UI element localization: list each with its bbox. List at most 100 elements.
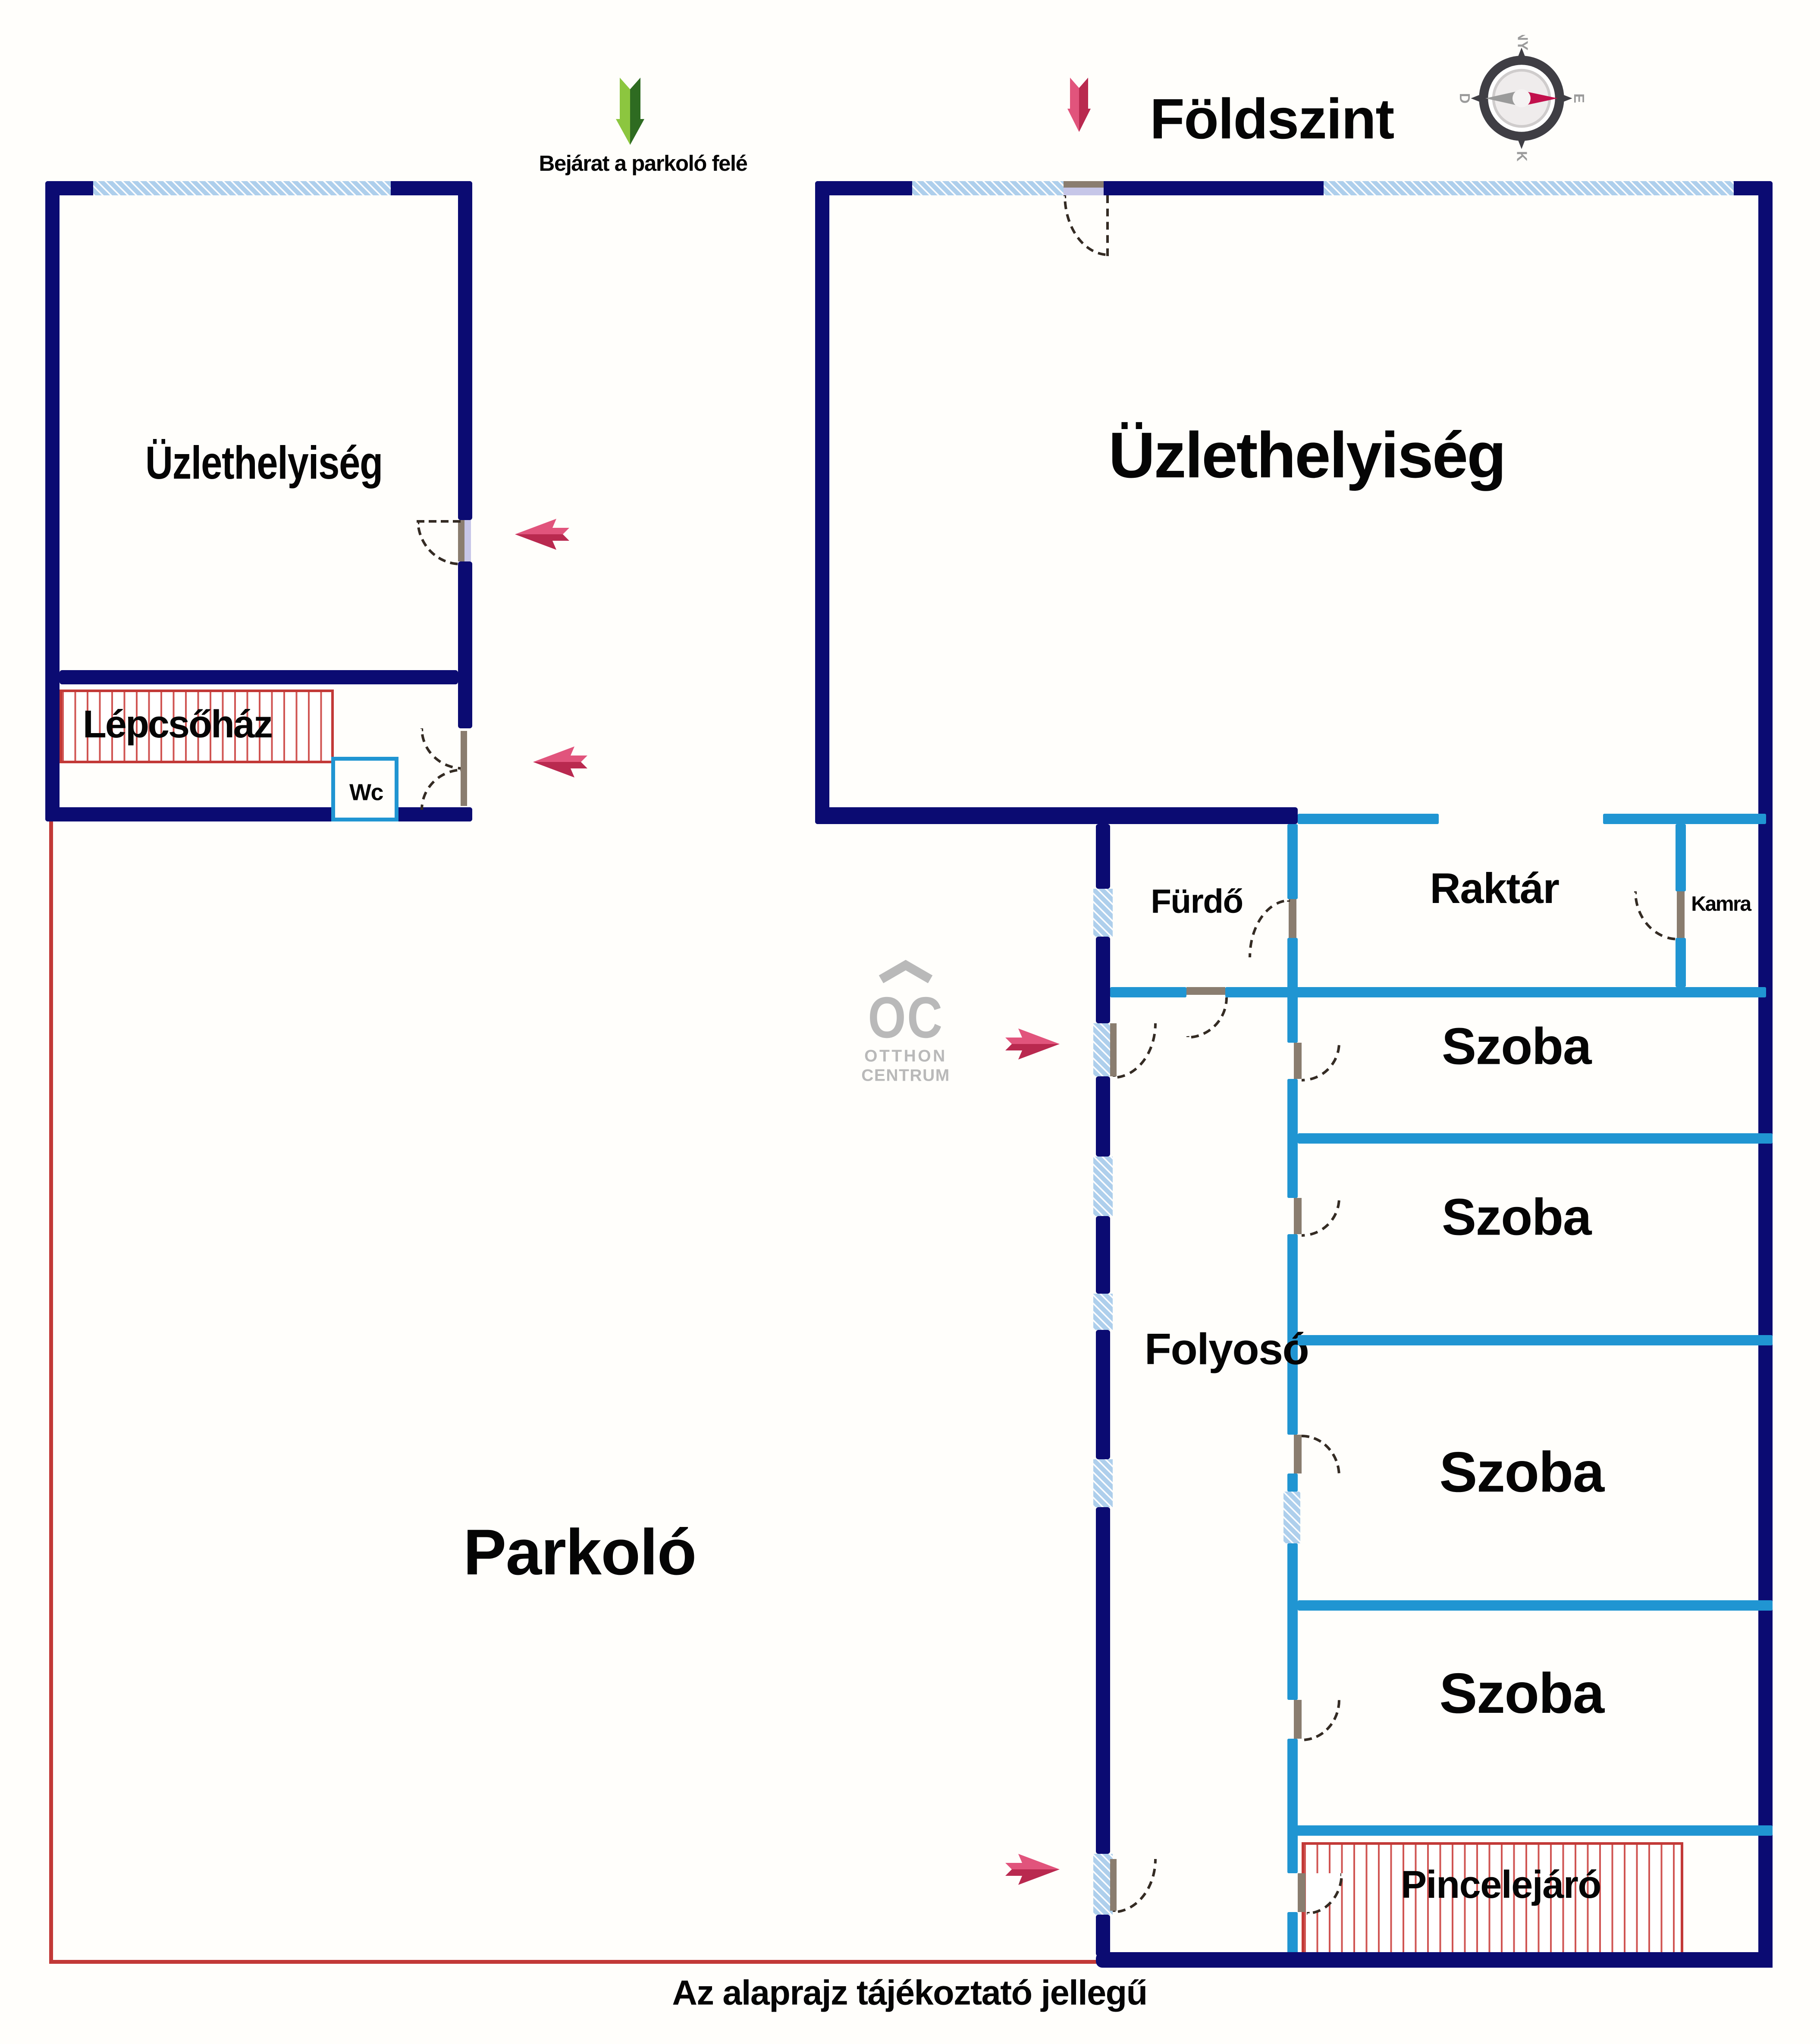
wc-room bbox=[331, 757, 399, 821]
room3-label: Szoba bbox=[1439, 1441, 1604, 1505]
left-shop-door-frame bbox=[464, 520, 471, 561]
corridor-left-door-opening-2 bbox=[1093, 1854, 1113, 1915]
building-bottom-wall bbox=[1096, 1952, 1773, 1968]
parking-boundary bbox=[49, 821, 1106, 1964]
corridor-left-wall-seg2 bbox=[1096, 937, 1110, 1023]
bathroom-label: Fürdő bbox=[1151, 881, 1243, 921]
door-arrow-right-icon-2 bbox=[1005, 1853, 1060, 1886]
building-right-wall bbox=[1758, 181, 1773, 1968]
room3-door-leaf bbox=[1294, 1435, 1302, 1473]
room2-room3-divider bbox=[1298, 1335, 1773, 1345]
staircase-label: Lépcsőház bbox=[82, 704, 273, 746]
compass-rose-icon: NY É K D bbox=[1458, 35, 1585, 162]
door-arrow-right-icon-1 bbox=[1005, 1027, 1060, 1061]
left-building-left-wall bbox=[45, 181, 60, 821]
room3-door-arc bbox=[1302, 1435, 1340, 1476]
corridor-right-wall-seg5 bbox=[1287, 1473, 1298, 1492]
corridor-right-wall-seg4 bbox=[1287, 1234, 1298, 1435]
corridor-left-door-opening-1 bbox=[1093, 1023, 1113, 1076]
corridor-left-wall-seg1 bbox=[1096, 824, 1110, 889]
left-shop-label: Üzlethelyiség bbox=[145, 436, 383, 489]
watermark-logo: OC OTTHON CENTRUM bbox=[828, 957, 983, 1085]
corridor-entry-door-arc-1 bbox=[1113, 1023, 1157, 1079]
corridor-left-window-4 bbox=[1093, 1459, 1113, 1507]
corridor-left-wall-seg3 bbox=[1096, 1076, 1110, 1157]
parking-label: Parkoló bbox=[463, 1516, 697, 1589]
door-arrow-left-icon-1 bbox=[515, 517, 569, 551]
watermark-roof-icon bbox=[879, 960, 933, 983]
room4-door-leaf bbox=[1294, 1700, 1302, 1739]
main-top-window-right bbox=[1324, 181, 1734, 195]
room2-label: Szoba bbox=[1442, 1189, 1591, 1247]
staircase-area bbox=[60, 690, 334, 763]
compass-south-label: D bbox=[1458, 93, 1472, 103]
room4-label: Szoba bbox=[1439, 1662, 1604, 1726]
corridor-right-wall-seg6 bbox=[1287, 1543, 1298, 1700]
staircase-double-door-arc-lower bbox=[420, 768, 463, 810]
corridor-right-window bbox=[1283, 1492, 1300, 1543]
corridor-left-window-2 bbox=[1093, 1157, 1113, 1216]
door-arrow-left-icon-2 bbox=[533, 745, 587, 779]
room1-room2-divider bbox=[1298, 1133, 1773, 1144]
room4-door-arc bbox=[1302, 1700, 1340, 1741]
watermark-initials: OC bbox=[868, 984, 944, 1050]
bathroom-bottom-wall-left bbox=[1110, 987, 1186, 997]
corridor-left-window-1 bbox=[1093, 889, 1113, 937]
page-title: Földszint bbox=[1150, 88, 1394, 151]
main-entrance-door-arc bbox=[1064, 195, 1109, 256]
watermark-line1: OTTHON bbox=[864, 1046, 947, 1066]
pantry-wall-upper bbox=[1676, 824, 1686, 891]
storage-top-wall-right bbox=[1603, 814, 1766, 824]
watermark-line2: CENTRUM bbox=[861, 1065, 950, 1085]
corridor-left-wall-seg6 bbox=[1096, 1507, 1110, 1854]
corridor-right-wall-seg3 bbox=[1287, 1079, 1298, 1198]
main-bottom-wall bbox=[815, 807, 1298, 824]
main-entrance-door-frame bbox=[1064, 188, 1104, 195]
pantry-label: Kamra bbox=[1691, 894, 1751, 916]
main-entrance-door-leaf bbox=[1064, 181, 1104, 188]
left-building-inner-wall bbox=[60, 670, 458, 684]
corridor-right-wall-seg7 bbox=[1287, 1739, 1298, 1873]
pantry-wall-lower bbox=[1676, 938, 1686, 987]
left-building-right-wall-mid bbox=[458, 561, 472, 728]
entrance-arrow-green-icon bbox=[616, 78, 644, 145]
room3-room4-divider bbox=[1298, 1600, 1773, 1611]
entrance-arrow-pink-down-icon bbox=[1067, 78, 1091, 132]
room4-bottom-wall bbox=[1287, 1825, 1773, 1836]
left-building-bottom-wall bbox=[45, 807, 472, 821]
room2-door-arc bbox=[1302, 1198, 1340, 1237]
room1-door-arc bbox=[1302, 1043, 1340, 1082]
bathroom-corridor-door-leaf bbox=[1186, 987, 1225, 995]
entrance-note: Bejárat a parkoló felé bbox=[539, 151, 748, 176]
staircase-double-door-arc-upper bbox=[420, 728, 463, 770]
bathroom-corridor-door-arc bbox=[1186, 997, 1228, 1039]
main-shop-label: Üzlethelyiség bbox=[1108, 419, 1506, 492]
basement-stairs-area bbox=[1302, 1842, 1683, 1955]
room1-label: Szoba bbox=[1442, 1019, 1591, 1076]
room1-door-leaf bbox=[1294, 1043, 1302, 1079]
pantry-door-arc bbox=[1634, 891, 1678, 940]
compass-west-label: NY bbox=[1515, 35, 1531, 50]
corridor-left-wall-seg5 bbox=[1096, 1330, 1110, 1459]
bathroom-door-arc bbox=[1249, 899, 1290, 957]
compass-north-label: É bbox=[1571, 94, 1585, 103]
main-left-wall bbox=[815, 181, 829, 824]
storage-label: Raktár bbox=[1430, 864, 1560, 912]
left-shop-door-arc bbox=[417, 520, 461, 565]
storage-top-wall-left bbox=[1298, 814, 1439, 824]
corridor-right-wall-seg1 bbox=[1287, 824, 1298, 899]
basement-door-leaf bbox=[1298, 1873, 1305, 1912]
storage-bottom-wall bbox=[1225, 987, 1766, 997]
corridor-left-window-3 bbox=[1093, 1294, 1113, 1330]
corridor-right-wall-seg8 bbox=[1287, 1912, 1298, 1956]
wc-label: Wc bbox=[349, 779, 384, 806]
left-building-right-wall-upper bbox=[458, 181, 472, 520]
pantry-door-leaf bbox=[1677, 891, 1685, 938]
compass-east-label: K bbox=[1514, 151, 1530, 161]
bathroom-door-leaf bbox=[1289, 899, 1296, 938]
left-building-top-window bbox=[93, 181, 391, 195]
main-top-window-left bbox=[912, 181, 1064, 195]
corridor-left-wall-seg4 bbox=[1096, 1216, 1110, 1294]
basement-stairs-label: Pincelejáró bbox=[1401, 1864, 1601, 1907]
